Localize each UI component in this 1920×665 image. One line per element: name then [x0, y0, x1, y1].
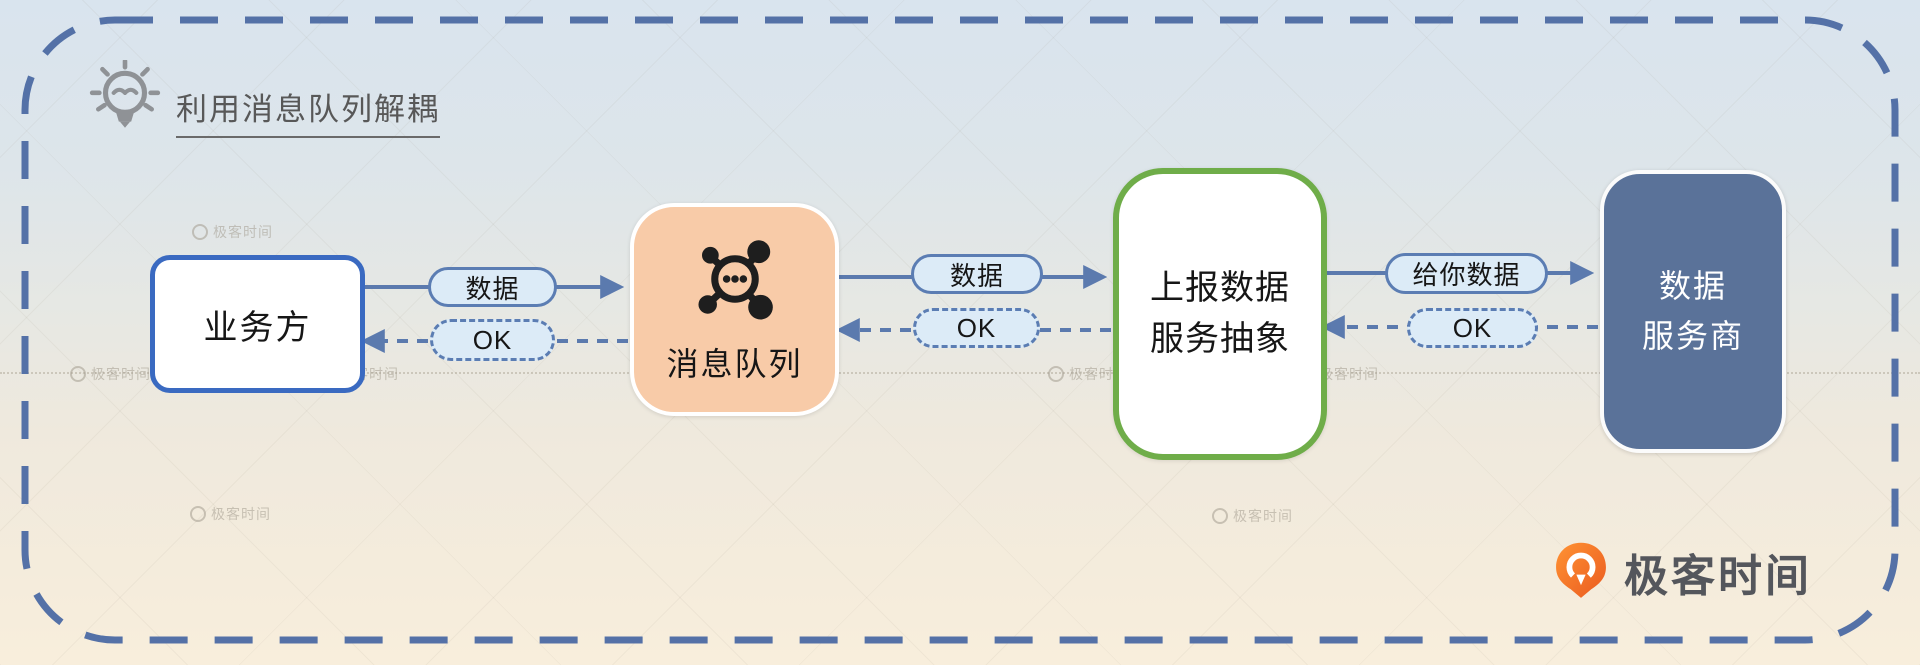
node-report-label-line2: 服务抽象	[1150, 320, 1290, 358]
watermark: 极客时间	[192, 222, 273, 242]
header: 利用消息队列解耦	[86, 58, 440, 143]
page-title: 利用消息队列解耦	[176, 84, 440, 138]
geektime-brand: 极客时间	[1552, 540, 1812, 604]
node-message-queue: 消息队列	[630, 203, 839, 416]
node-report-label-line1: 上报数据	[1150, 269, 1290, 307]
geektime-brand-text: 极客时间	[1624, 552, 1812, 601]
edge-label-data-1: 数据	[428, 267, 557, 307]
edge-label-data-2: 数据	[911, 254, 1043, 294]
node-business-party: 业务方	[150, 255, 365, 393]
node-report-data-service: 上报数据 服务抽象	[1113, 168, 1327, 460]
geektime-watermark-icon	[1048, 366, 1064, 382]
node-provider-label-line2: 服务商	[1641, 317, 1744, 354]
node-message-queue-label: 消息队列	[666, 345, 803, 382]
geektime-watermark-icon	[192, 224, 208, 240]
node-data-provider: 数据 服务商	[1600, 170, 1786, 453]
geektime-watermark-icon	[1212, 508, 1228, 524]
geektime-logo-icon	[1552, 541, 1610, 604]
edge-label-ok-1: OK	[430, 319, 555, 361]
edge-label-ok-2: OK	[913, 308, 1040, 348]
geektime-watermark-icon	[70, 366, 86, 382]
watermark: 极客时间	[1212, 506, 1293, 526]
edge-label-ok-3: OK	[1407, 308, 1538, 348]
geektime-watermark-icon	[190, 506, 206, 522]
node-provider-label-line1: 数据	[1658, 267, 1727, 304]
hub-network-icon	[691, 235, 779, 331]
edge-label-give-you-data: 给你数据	[1385, 253, 1548, 294]
watermark: 极客时间	[190, 504, 271, 524]
lightbulb-icon	[86, 58, 164, 143]
watermark: 极客时间	[70, 364, 151, 384]
node-business-label: 业务方	[203, 308, 312, 347]
